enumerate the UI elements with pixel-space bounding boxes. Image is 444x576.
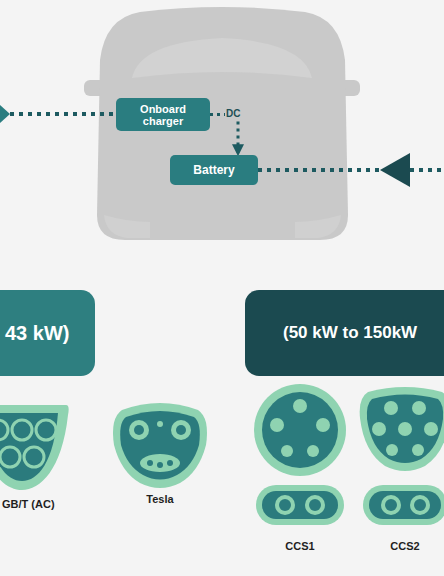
connector-pin <box>316 418 330 432</box>
connector-pin <box>309 499 321 511</box>
connector-face <box>120 411 200 480</box>
connector-pin <box>24 447 44 467</box>
node-text: (50 kW to 150kW <box>283 322 444 344</box>
connector-pin <box>412 444 424 456</box>
dc-inlet-outline <box>256 485 344 525</box>
connector-pin <box>293 399 307 413</box>
connector-outline <box>0 405 69 490</box>
connector-pin <box>305 495 325 515</box>
connector-pin <box>275 495 295 515</box>
ac-supply-line <box>10 112 116 116</box>
node-text: Battery <box>174 163 254 177</box>
car-windshield <box>132 38 312 78</box>
gbt-connector-symbol <box>0 405 69 490</box>
connector-pin <box>414 499 426 511</box>
connector-pin <box>134 425 144 435</box>
connector-face <box>262 392 338 468</box>
car-body <box>97 7 348 240</box>
ccs1-connector-symbol <box>254 384 346 525</box>
connector-pin <box>157 462 163 468</box>
node-text: Onboard charger <box>120 103 206 127</box>
car-silhouette <box>84 7 360 240</box>
connector-pin <box>157 421 163 427</box>
charging-level-band: (50 kW to 150kW <box>245 290 444 376</box>
connector-type-label: GB/T (AC) <box>2 498 92 510</box>
charging-level-band: 43 kW) <box>0 290 95 376</box>
connector-pin <box>12 420 32 440</box>
flow-connector <box>210 115 238 156</box>
connector-pin <box>384 401 398 415</box>
connector-layer <box>210 115 238 156</box>
connector-pin <box>412 401 426 415</box>
connector-pin <box>0 420 8 440</box>
connector-pin <box>270 418 284 432</box>
connector-pin <box>167 460 173 466</box>
connector-pin <box>281 445 293 457</box>
connector-pin <box>398 422 412 436</box>
connector-pin <box>386 444 398 456</box>
edge-label: DC <box>225 108 241 120</box>
connector-outline <box>113 403 207 488</box>
connector-type-label: Tesla <box>120 493 200 505</box>
car-wheel-area <box>295 215 341 238</box>
ac-arrow-head <box>0 105 10 123</box>
connector-type-label: CCS1 <box>260 540 340 552</box>
connector-face <box>367 395 443 464</box>
connector-pin <box>147 460 153 466</box>
connector-pin <box>140 454 180 472</box>
dc-inlet-outline <box>363 485 444 525</box>
connector-pin <box>385 499 397 511</box>
connector-pin <box>381 495 401 515</box>
tesla-connector-symbol <box>113 403 207 488</box>
dc-inlet-face <box>369 491 441 519</box>
car-wheel-area <box>104 215 150 238</box>
connector-pin <box>307 445 319 457</box>
process-box: Battery <box>170 155 258 185</box>
connector-pin <box>36 420 56 440</box>
connector-pin <box>424 422 438 436</box>
connector-pin <box>171 420 191 440</box>
process-box: Onboard charger <box>116 98 210 131</box>
connector-pin <box>279 499 291 511</box>
connector-pin <box>129 420 149 440</box>
connector-pin <box>410 495 430 515</box>
dc-inlet-face <box>262 491 338 519</box>
connector-type-label: CCS2 <box>365 540 444 552</box>
connector-pin <box>176 425 186 435</box>
ccs2-connector-symbol <box>360 387 444 525</box>
node-text: 43 kW) <box>5 321 95 345</box>
dc-arrow-head <box>380 153 410 187</box>
dc-supply-line <box>258 168 382 172</box>
dc-supply-line <box>410 168 444 172</box>
connector-outline <box>254 384 346 476</box>
connector-pin <box>372 422 386 436</box>
connector-outline <box>360 387 444 471</box>
connector-face <box>0 413 58 481</box>
connector-pin <box>0 447 20 467</box>
